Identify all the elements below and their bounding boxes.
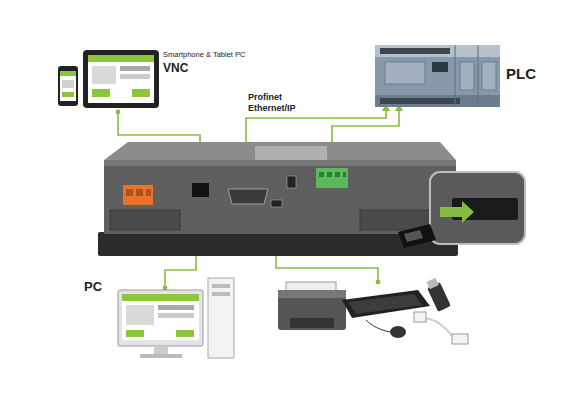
plc-device-part [385,62,425,84]
tablet-icon-part [88,55,154,103]
smartphone-icon-part [58,66,78,106]
pc-icon-part [126,330,144,337]
sd-slot-inset-part [440,201,474,223]
hmi-panel-part [146,189,151,196]
pc-icon-part [122,294,199,340]
plc-device-part [432,62,448,72]
printer-icon-part [278,290,346,330]
sd-card [398,224,436,248]
smartphone-icon-part [60,71,76,76]
smartphone-icon-part [62,80,74,88]
hmi-panel [98,142,458,256]
pc-icon-part [212,284,230,288]
tablet-icon-part [83,50,159,108]
sd-slot-inset-part [430,172,525,244]
mouse-icon-part [390,326,406,338]
smartphone-icon-part [60,71,76,101]
plc-device-part [478,45,479,107]
hmi-panel-part [104,142,456,160]
pc-icon [118,278,234,358]
printer-icon [278,282,346,330]
plc-device-part [482,62,496,90]
device-label: VNC [163,62,188,75]
plc-device-part [455,45,456,107]
pc-icon-part [158,313,194,318]
hmi-panel-part [110,210,180,230]
device-label: PC [84,280,102,294]
tablet-icon-part [132,89,150,97]
usb-stick-icon-part [426,278,438,289]
hmi-panel-part [287,176,296,188]
plc-device-part [375,45,500,107]
pc-icon-part [126,305,154,325]
hmi-panel-part [104,160,456,234]
sd-card-part [404,230,423,242]
tablet-icon-part [120,66,150,71]
usb-adapter-icon [414,312,468,344]
hmi-panel-part [104,160,456,166]
plc-device-part [380,48,450,54]
protocol-label: Profinet [248,93,282,103]
tablet-icon-part [92,89,110,97]
hmi-panel-part [192,183,209,197]
hmi-panel-part [126,189,133,196]
hmi-panel-part [316,168,348,188]
usb-stick-icon [426,278,450,312]
plc-device [375,45,500,107]
printer-icon-part [290,318,334,328]
pc-icon-part [208,278,234,358]
hmi-panel-part [319,172,324,177]
printer-icon-part [278,290,346,298]
connection-dots-part [376,280,381,285]
pc-icon-part [118,290,203,346]
smartphone-icon-part [62,92,74,97]
usb-adapter-icon-part [452,334,468,344]
plc-device-part [375,95,500,107]
sd-card-part [398,224,436,248]
hmi-panel-part [123,185,153,205]
hmi-panel-part [228,189,268,204]
pc-icon-part [176,330,194,337]
hmi-panel-part [343,172,346,177]
device-label: PLC [506,66,536,83]
plc-device-part [375,45,500,57]
tablet-icon-part [120,74,150,79]
pc-icon-part [154,346,168,354]
pc-icon-part [140,354,182,358]
hmi-panel-part [327,172,332,177]
plc-device-part [460,62,474,90]
hmi-panel-part [136,189,143,196]
smartphone-icon [58,66,78,106]
mouse-icon-part [366,320,390,332]
tablet-icon [83,50,159,108]
protocol-label: Ethernet/IP [248,104,296,114]
pc-icon-part [212,292,230,296]
hmi-panel-part [271,200,282,207]
hmi-panel-part [255,146,327,160]
hmi-panel-part [335,172,340,177]
pc-icon-part [122,294,199,301]
plc-device-part [380,98,460,104]
tablet-icon-part [88,55,154,62]
pc-icon-part [158,305,194,310]
connection-dots-part [116,110,121,115]
usb-adapter-icon-part [414,312,426,322]
keyboard-icon-part [348,294,422,314]
tablet-icon-part [92,66,116,84]
sd-slot-inset [430,172,525,244]
mouse-icon [366,320,406,338]
device-caption: Smartphone & Tablet PC [163,51,245,59]
